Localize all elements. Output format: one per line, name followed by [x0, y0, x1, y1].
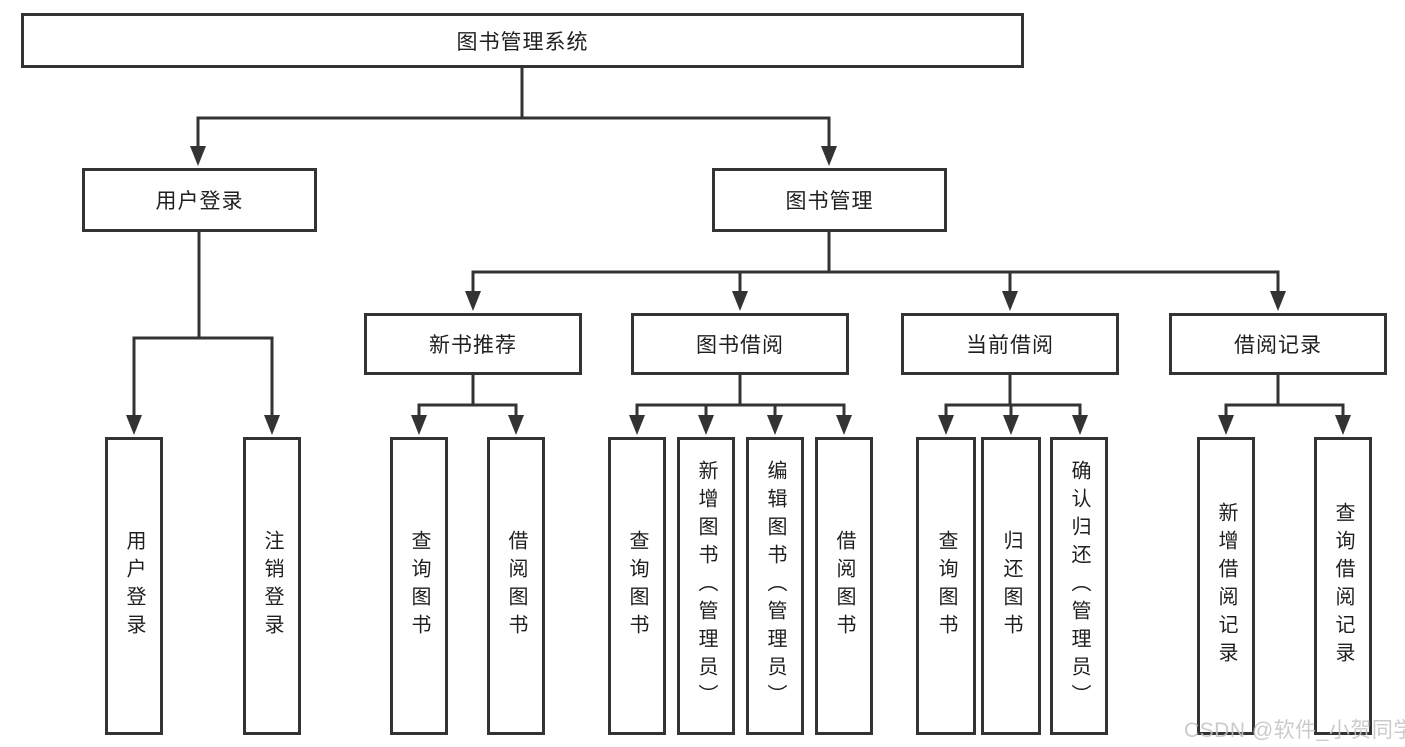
node-root-label: 图书管理系统 [456, 30, 589, 54]
node-edit-books-admin: 编辑图书（管理员） [746, 437, 804, 735]
node-book-management-label: 图书管理 [785, 190, 874, 213]
node-query-books-current-label: 查询图书 [935, 530, 957, 642]
arrowhead [938, 415, 954, 435]
node-current-borrow: 当前借阅 [901, 313, 1119, 375]
node-borrow-records-label: 借阅记录 [1234, 334, 1322, 357]
node-user-login-action-label: 用户登录 [123, 530, 145, 642]
arrowhead [1218, 415, 1234, 435]
node-query-books-borrow: 查询图书 [608, 437, 666, 735]
arrowhead [767, 415, 783, 435]
arrowhead [465, 291, 481, 311]
connector-root-to-level2 [196, 68, 831, 147]
watermark: CSDN @软件_小贺同学 [1184, 719, 1405, 742]
node-add-books-admin-label: 新增图书（管理员） [695, 460, 717, 712]
node-query-books-current: 查询图书 [916, 437, 976, 735]
connector-borrow-records-group [1224, 375, 1345, 416]
arrowhead [836, 415, 852, 435]
node-return-books-label: 归还图书 [1000, 530, 1022, 642]
node-root: 图书管理系统 [21, 13, 1024, 68]
connector-new-book-rec-group [417, 375, 518, 416]
node-confirm-return-admin-label: 确认归还（管理员） [1068, 460, 1090, 712]
arrowhead [508, 415, 524, 435]
node-borrow-books: 借阅图书 [815, 437, 873, 735]
arrowhead [1003, 415, 1019, 435]
node-query-books-recommend: 查询图书 [390, 437, 448, 735]
arrowhead [1270, 291, 1286, 311]
node-new-book-recommend: 新书推荐 [364, 313, 582, 375]
node-user-login-action: 用户登录 [105, 437, 163, 735]
connector-book-mgmt-to-level3 [471, 232, 1280, 292]
node-new-book-recommend-label: 新书推荐 [429, 334, 517, 357]
node-borrow-books-recommend-label: 借阅图书 [505, 530, 527, 642]
connector-current-borrow-group [944, 375, 1082, 416]
node-query-books-recommend-label: 查询图书 [408, 530, 430, 642]
arrowhead [1002, 291, 1018, 311]
arrowhead [821, 146, 837, 166]
node-query-borrow-record: 查询借阅记录 [1314, 437, 1372, 735]
arrowhead [732, 291, 748, 311]
node-current-borrow-label: 当前借阅 [966, 334, 1054, 357]
node-logout-label: 注销登录 [261, 530, 283, 642]
node-book-management: 图书管理 [712, 168, 947, 232]
arrowhead [698, 415, 714, 435]
arrowhead [126, 415, 142, 435]
node-book-borrow-label: 图书借阅 [696, 334, 784, 357]
node-query-borrow-record-label: 查询借阅记录 [1332, 502, 1354, 670]
node-return-books: 归还图书 [981, 437, 1041, 735]
arrowhead [1335, 415, 1351, 435]
node-borrow-books-label: 借阅图书 [833, 530, 855, 642]
arrowhead [1072, 415, 1088, 435]
node-user-login-group-label: 用户登录 [155, 190, 244, 213]
connector-book-borrow-group [635, 375, 846, 416]
connector-user-login-group [132, 232, 274, 416]
arrowhead [629, 415, 645, 435]
node-logout: 注销登录 [243, 437, 301, 735]
node-query-books-borrow-label: 查询图书 [626, 530, 648, 642]
node-add-books-admin: 新增图书（管理员） [677, 437, 735, 735]
node-add-borrow-record: 新增借阅记录 [1197, 437, 1255, 735]
arrowhead [190, 146, 206, 166]
node-confirm-return-admin: 确认归还（管理员） [1050, 437, 1108, 735]
node-borrow-books-recommend: 借阅图书 [487, 437, 545, 735]
node-user-login-group: 用户登录 [82, 168, 317, 232]
arrowhead [264, 415, 280, 435]
node-edit-books-admin-label: 编辑图书（管理员） [764, 460, 786, 712]
arrowhead [411, 415, 427, 435]
node-book-borrow: 图书借阅 [631, 313, 849, 375]
node-add-borrow-record-label: 新增借阅记录 [1215, 502, 1237, 670]
node-borrow-records: 借阅记录 [1169, 313, 1387, 375]
